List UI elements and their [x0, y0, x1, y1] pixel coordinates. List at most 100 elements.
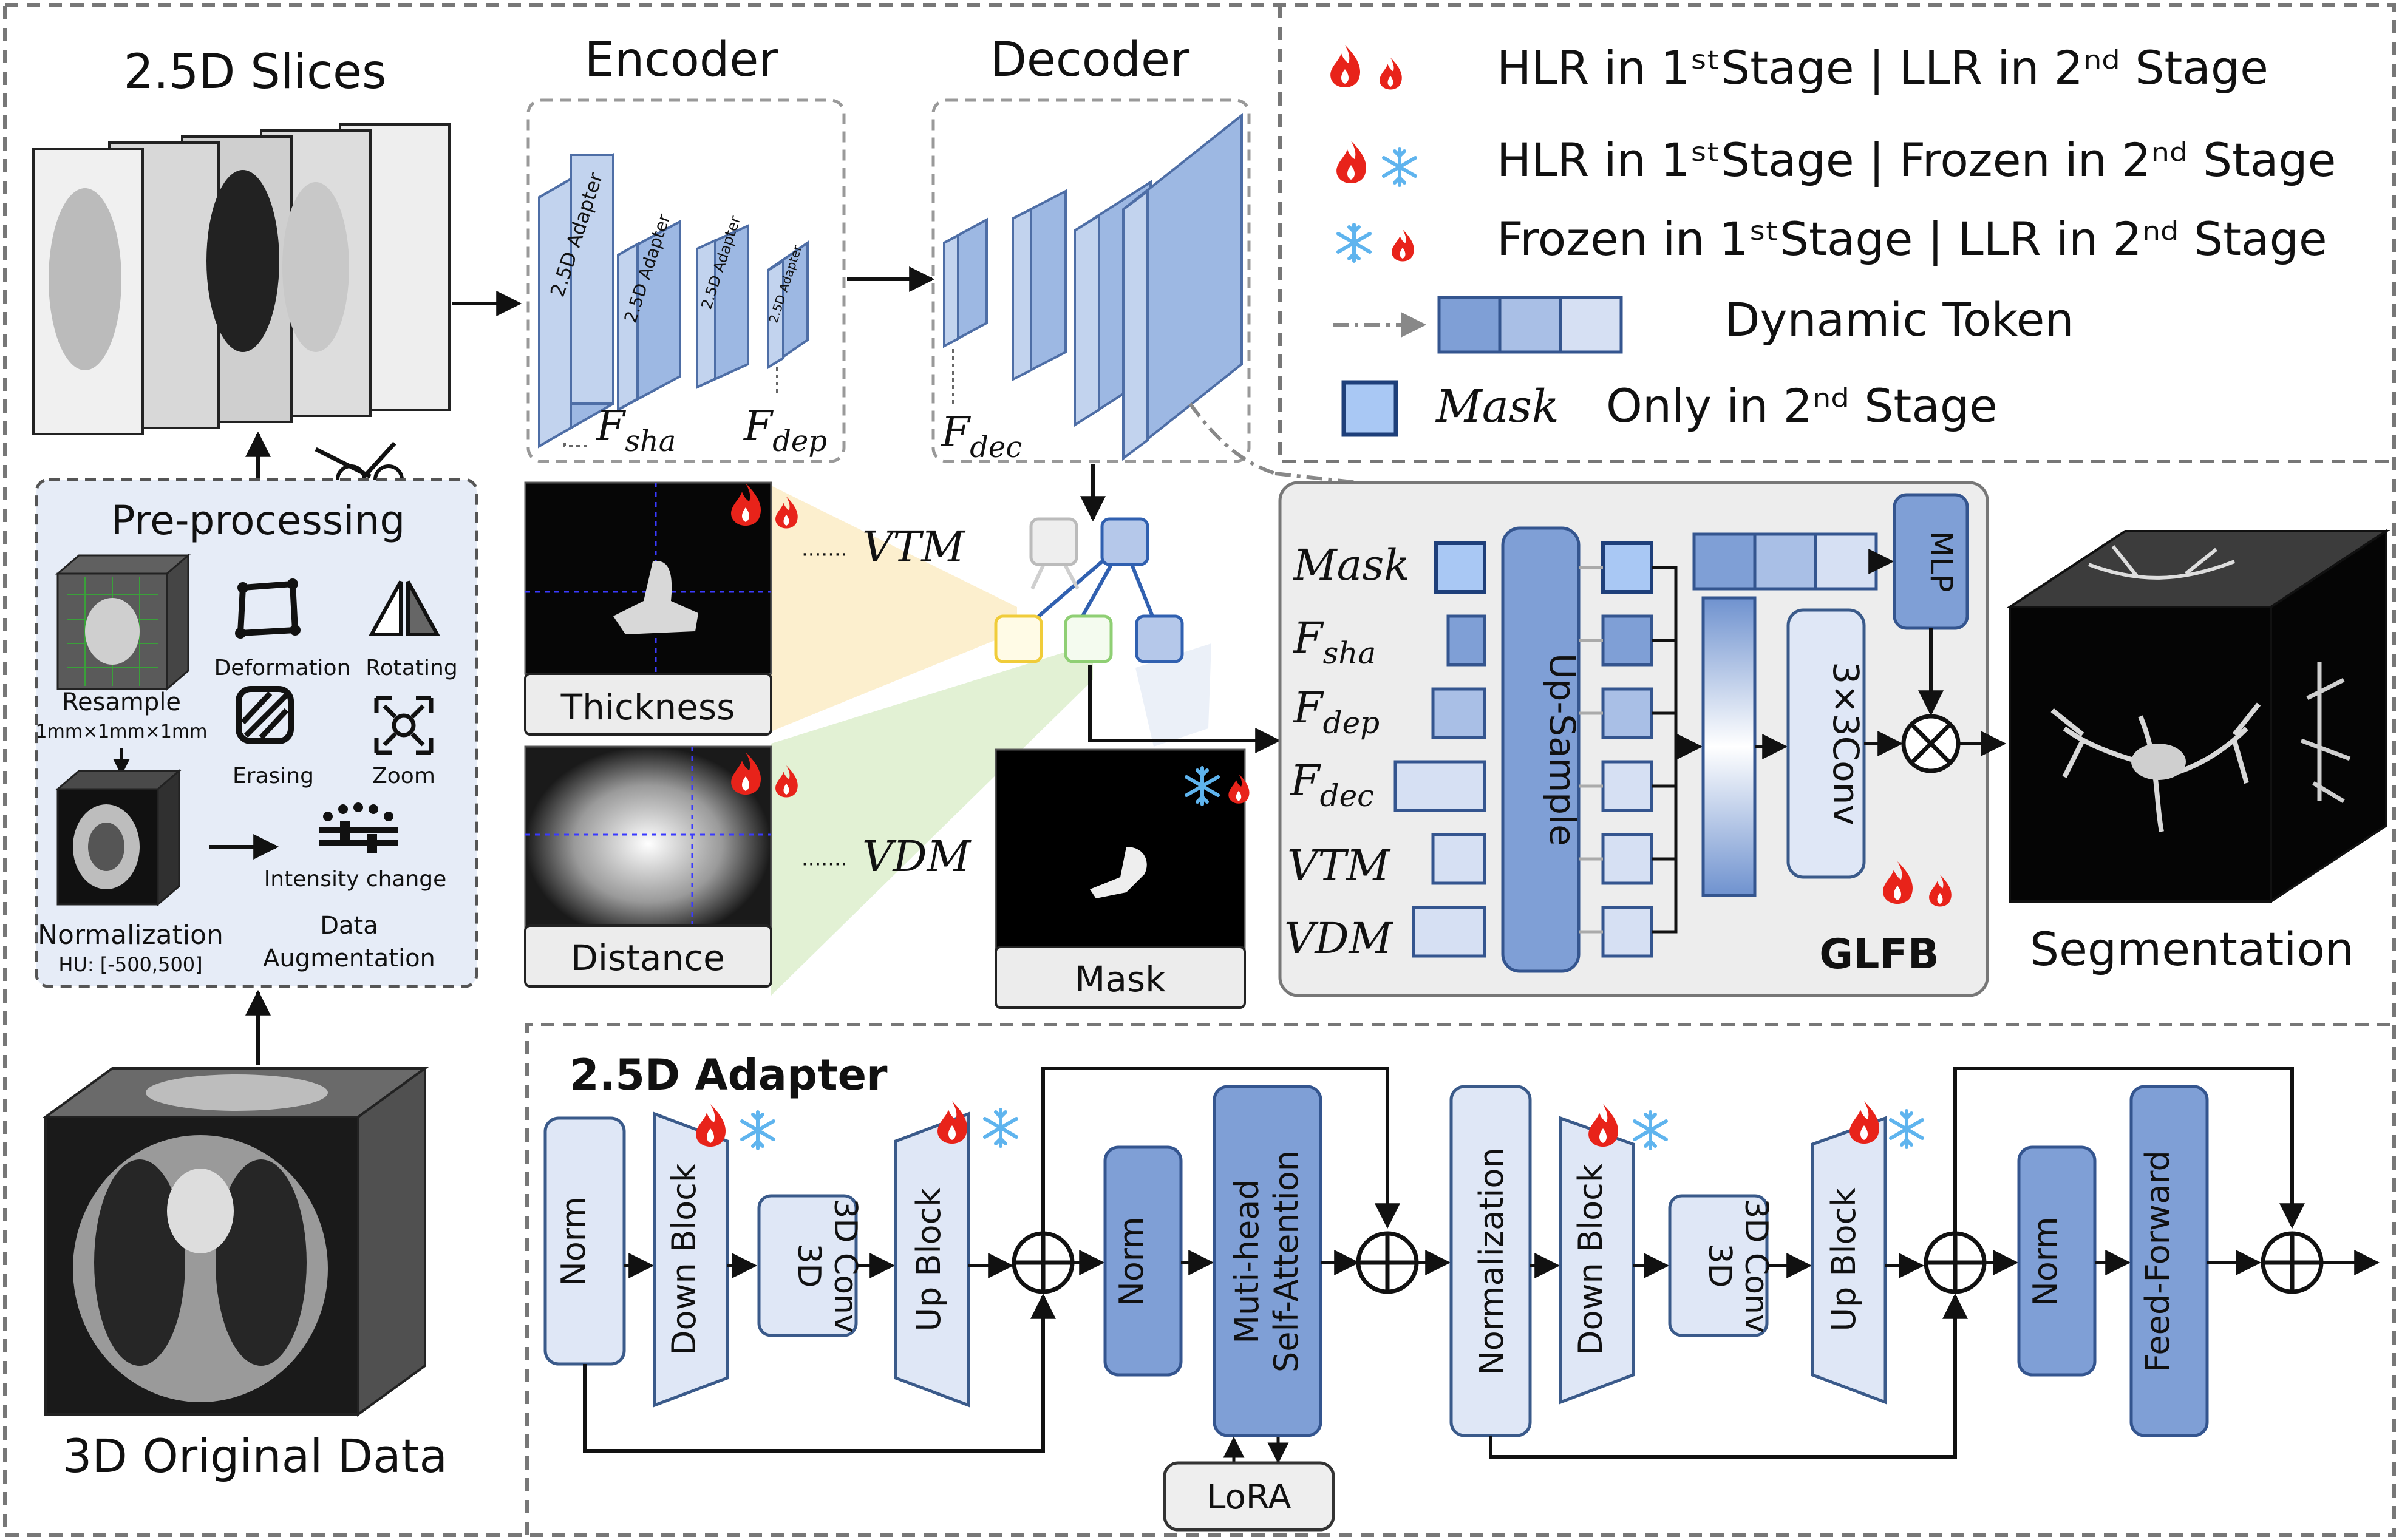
slices-title: 2.5D Slices — [123, 45, 386, 100]
glfb-input-mask: Mask — [1292, 540, 1410, 590]
snowflake-icon — [985, 1110, 1016, 1146]
adapter-up-1-label: Up Block — [910, 1187, 948, 1332]
adapter-mhsa-label-2: Self-Attention — [1267, 1150, 1305, 1372]
deformation-icon — [235, 578, 301, 639]
glfb-input-fdep: Fdep — [1292, 683, 1380, 741]
snowflake-icon — [1635, 1112, 1666, 1148]
f-sha-label: Fsha — [595, 402, 676, 458]
legend-row-2: HLR in 1ˢᵗStage | Frozen in 2ⁿᵈ Stage — [1497, 133, 2336, 188]
distance-label: Distance — [571, 937, 725, 979]
lora-label: LoRA — [1206, 1477, 1291, 1517]
f-sha-pointer — [563, 443, 589, 447]
glfb-outputs — [1579, 541, 1678, 958]
token-cell — [1498, 296, 1562, 354]
adapter-mhsa-label-1: Muti-head — [1228, 1179, 1266, 1343]
adapter-conv-1-label-a: 3D — [791, 1243, 827, 1287]
slice-stack — [32, 123, 451, 435]
flame-icon — [1588, 1104, 1619, 1147]
f-dec-label: Fdec — [940, 409, 1022, 464]
token-cell — [1814, 532, 1878, 591]
erasing-icon — [236, 686, 294, 744]
vdm-dots: ······· — [801, 852, 848, 877]
deformation-label: Deformation — [214, 656, 351, 680]
augmentation-label-1: Data — [320, 912, 378, 940]
outer-frame — [3, 3, 2396, 1537]
flame-icon — [696, 1104, 726, 1147]
adapter-down-2-label: Down Block — [1571, 1163, 1610, 1355]
conv3x3-label: 3×3Conv — [1825, 662, 1866, 825]
resample-size: 1mm×1mm×1mm — [36, 721, 208, 742]
flame-icon — [1336, 141, 1367, 183]
lora-block — [1163, 1461, 1335, 1532]
encoder-box — [526, 98, 846, 463]
mask-label-box — [995, 946, 1246, 1009]
glfb-input-fdec: Fdec — [1289, 756, 1374, 813]
flame-icon — [1380, 58, 1402, 90]
add-icon — [1012, 1231, 1075, 1294]
legend-only-second: Only in 2ⁿᵈ Stage — [1606, 379, 1998, 433]
adapter-norm-2-label: Norm — [1112, 1216, 1151, 1306]
adapter-frame — [525, 1023, 2394, 1535]
thickness-label: Thickness — [560, 687, 735, 728]
zoom-label: Zoom — [372, 764, 435, 789]
original-data-title: 3D Original Data — [63, 1429, 447, 1483]
flame-icon — [1330, 45, 1361, 87]
distance-label-box — [524, 924, 772, 988]
legend: HLR in 1ˢᵗStage | LLR in 2ⁿᵈ Stage HLR i… — [1330, 41, 2336, 437]
token-cell — [1559, 296, 1623, 354]
residual-skip-2 — [1041, 1067, 1400, 1232]
dynamic-token-curve — [1188, 402, 1276, 475]
snowflake-icon — [742, 1112, 774, 1148]
legend-row-3: Frozen in 1ˢᵗStage | LLR in 2ⁿᵈ Stage — [1497, 212, 2327, 266]
adapter-up-2-label: Up Block — [1825, 1187, 1863, 1332]
snowflake-icon — [1891, 1111, 1922, 1147]
multiply-icon — [1901, 714, 1961, 773]
original-ct-cube — [41, 1066, 429, 1417]
mlp-label: MLP — [1924, 531, 1959, 592]
f-dep-label: Fdep — [743, 402, 827, 458]
glfb-input-vtm: VTM — [1287, 841, 1391, 890]
add-icon — [1924, 1231, 1987, 1294]
snowflake-icon — [1384, 149, 1415, 185]
preprocessing-title: Pre-processing — [111, 497, 405, 544]
add-icon — [1356, 1231, 1419, 1294]
add-icon — [2261, 1231, 2324, 1294]
mask-swatch — [1341, 380, 1398, 437]
adapter-ffn-label: Feed-Forward — [2139, 1150, 2177, 1372]
flame-icon — [937, 1101, 968, 1144]
glfb-inputs: Mask Fsha Fdep Fdec VTM VDM — [1284, 540, 1486, 963]
token-tree — [994, 517, 1184, 663]
hu-range: HU: [-500,500] — [58, 953, 202, 976]
zoom-icon — [374, 696, 434, 755]
token-cell — [1437, 296, 1502, 354]
snowflake-icon — [1338, 225, 1370, 261]
adapter-normalization-label: Normalization — [1472, 1147, 1511, 1375]
vdm-label: VDM — [862, 832, 972, 881]
rotating-icon — [368, 580, 441, 636]
adapter-norm-3-label: Norm — [2026, 1216, 2064, 1306]
resample-cube — [55, 553, 191, 691]
glfb-input-vdm: VDM — [1284, 914, 1394, 963]
intensity-label: Intensity change — [264, 867, 447, 892]
mask-map — [995, 748, 1246, 951]
thickness-map — [524, 481, 772, 675]
arrow-tree-glfb — [1088, 665, 1281, 753]
legend-mask: Mask — [1435, 381, 1559, 433]
glfb-input-fsha: Fsha — [1292, 613, 1376, 671]
normalization-label: Normalization — [38, 920, 223, 951]
resample-label: Resample — [62, 688, 181, 716]
flame-icon — [1392, 229, 1414, 262]
encoder-block-1 — [538, 152, 614, 449]
upsample-label: Up-Sample — [1542, 653, 1583, 846]
vdm-wedge — [771, 643, 1093, 996]
token-cell — [1692, 532, 1757, 591]
encoder-block-2 — [617, 219, 681, 412]
vtm-label: VTM — [862, 522, 966, 572]
thickness-blob — [613, 561, 698, 634]
encoder-block-4 — [767, 240, 809, 370]
mask-label: Mask — [1075, 958, 1166, 1000]
mask-blob — [1090, 847, 1147, 898]
rotating-label: Rotating — [366, 656, 457, 680]
adapter-down-1-label: Down Block — [665, 1163, 703, 1355]
